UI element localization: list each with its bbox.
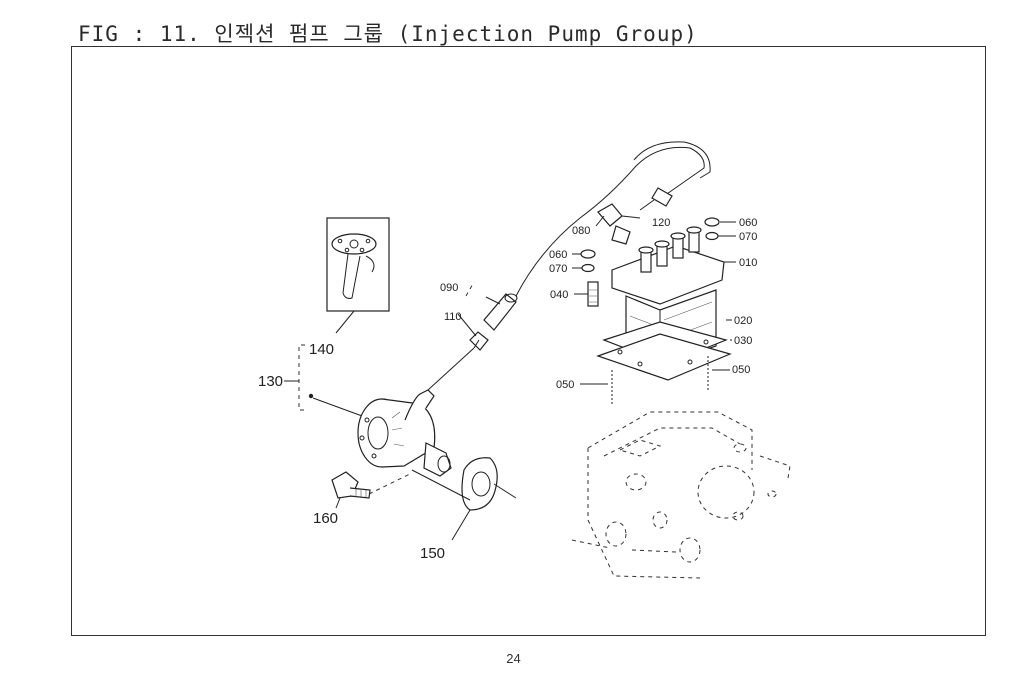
callout-050-right: 050	[732, 364, 750, 376]
callout-130: 130	[258, 373, 283, 390]
callout-labels: 060 070 010 020 030 050 060 070 040 050 …	[258, 217, 757, 562]
bolt-160	[331, 471, 411, 509]
callout-040: 040	[550, 289, 568, 301]
page-number: 24	[506, 651, 521, 666]
diagram-frame	[71, 46, 986, 636]
page-title: FIG : 11. 인젝션 펌프 그룹 (Injection Pump Grou…	[78, 22, 698, 46]
gasket-150	[411, 457, 517, 541]
callout-140: 140	[309, 341, 334, 358]
callout-020: 020	[734, 315, 752, 327]
callout-070-left: 070	[549, 263, 567, 275]
callout-110: 110	[444, 311, 462, 323]
inset-detail-140	[326, 217, 390, 334]
engine-block	[571, 411, 791, 579]
callout-080: 080	[572, 225, 590, 237]
injection-pump	[580, 203, 732, 406]
callout-070-right: 070	[739, 231, 757, 243]
callout-060-right: 060	[739, 217, 757, 229]
feed-pump	[357, 389, 452, 477]
callout-060-left: 060	[549, 249, 567, 261]
callout-090: 090	[440, 282, 458, 294]
fuel-filter-090	[457, 281, 518, 351]
leader-lines	[572, 215, 736, 385]
callout-010: 010	[739, 257, 757, 269]
callout-160: 160	[313, 510, 338, 527]
callout-120: 120	[652, 217, 670, 229]
callout-050-left: 050	[556, 379, 574, 391]
callout-030: 030	[734, 335, 752, 347]
callout-150: 150	[420, 545, 445, 562]
